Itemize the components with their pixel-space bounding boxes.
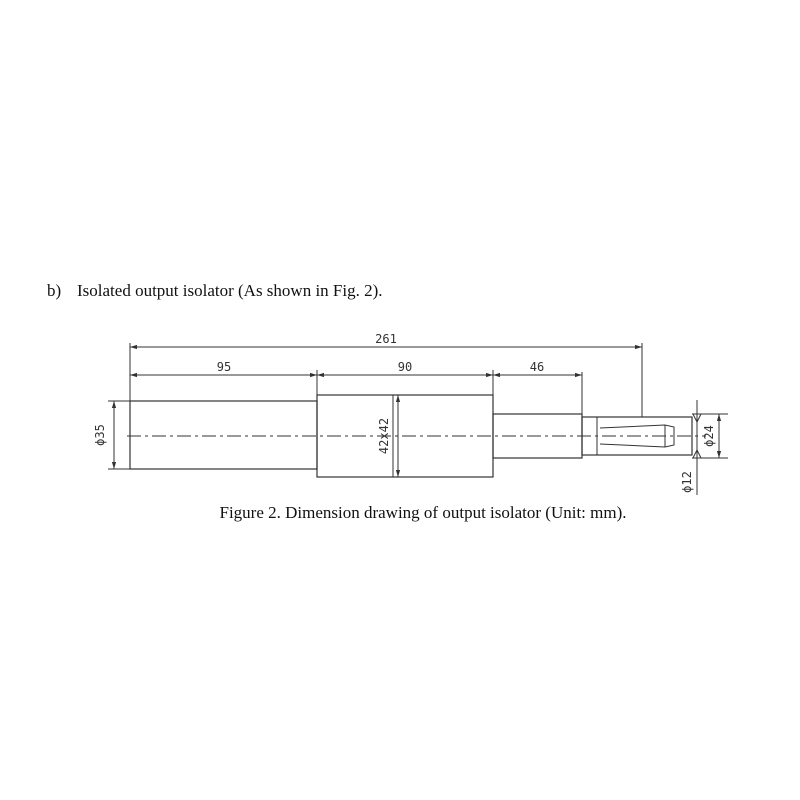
isolator-outline bbox=[129, 394, 693, 478]
extension-lines bbox=[108, 343, 728, 470]
segment-1-length-label: 95 bbox=[217, 360, 231, 374]
segment-1-body bbox=[129, 400, 318, 470]
bore-diameter-arrow-bottom bbox=[692, 448, 702, 459]
figure-caption: Figure 2. Dimension drawing of output is… bbox=[219, 503, 627, 522]
bore-diameter-arrow-top bbox=[692, 413, 702, 424]
segment-3-length-label: 46 bbox=[530, 360, 544, 374]
overall-length-label: 261 bbox=[375, 332, 397, 346]
section-marker: b) bbox=[47, 281, 62, 300]
internal-bore bbox=[599, 424, 675, 448]
segment-2-section-label: 42x42 bbox=[377, 418, 391, 454]
section-heading: b) Isolated output isolator (As shown in … bbox=[47, 281, 383, 301]
segment-1-diameter-label: ϕ35 bbox=[93, 424, 107, 446]
bore-diameter-label: ϕ12 bbox=[680, 471, 694, 493]
section-heading-text: Isolated output isolator (As shown in Fi… bbox=[77, 281, 383, 300]
segment-2-length-label: 90 bbox=[398, 360, 412, 374]
dimension-lines bbox=[111, 344, 722, 495]
end-diameter-label: ϕ24 bbox=[702, 425, 716, 447]
